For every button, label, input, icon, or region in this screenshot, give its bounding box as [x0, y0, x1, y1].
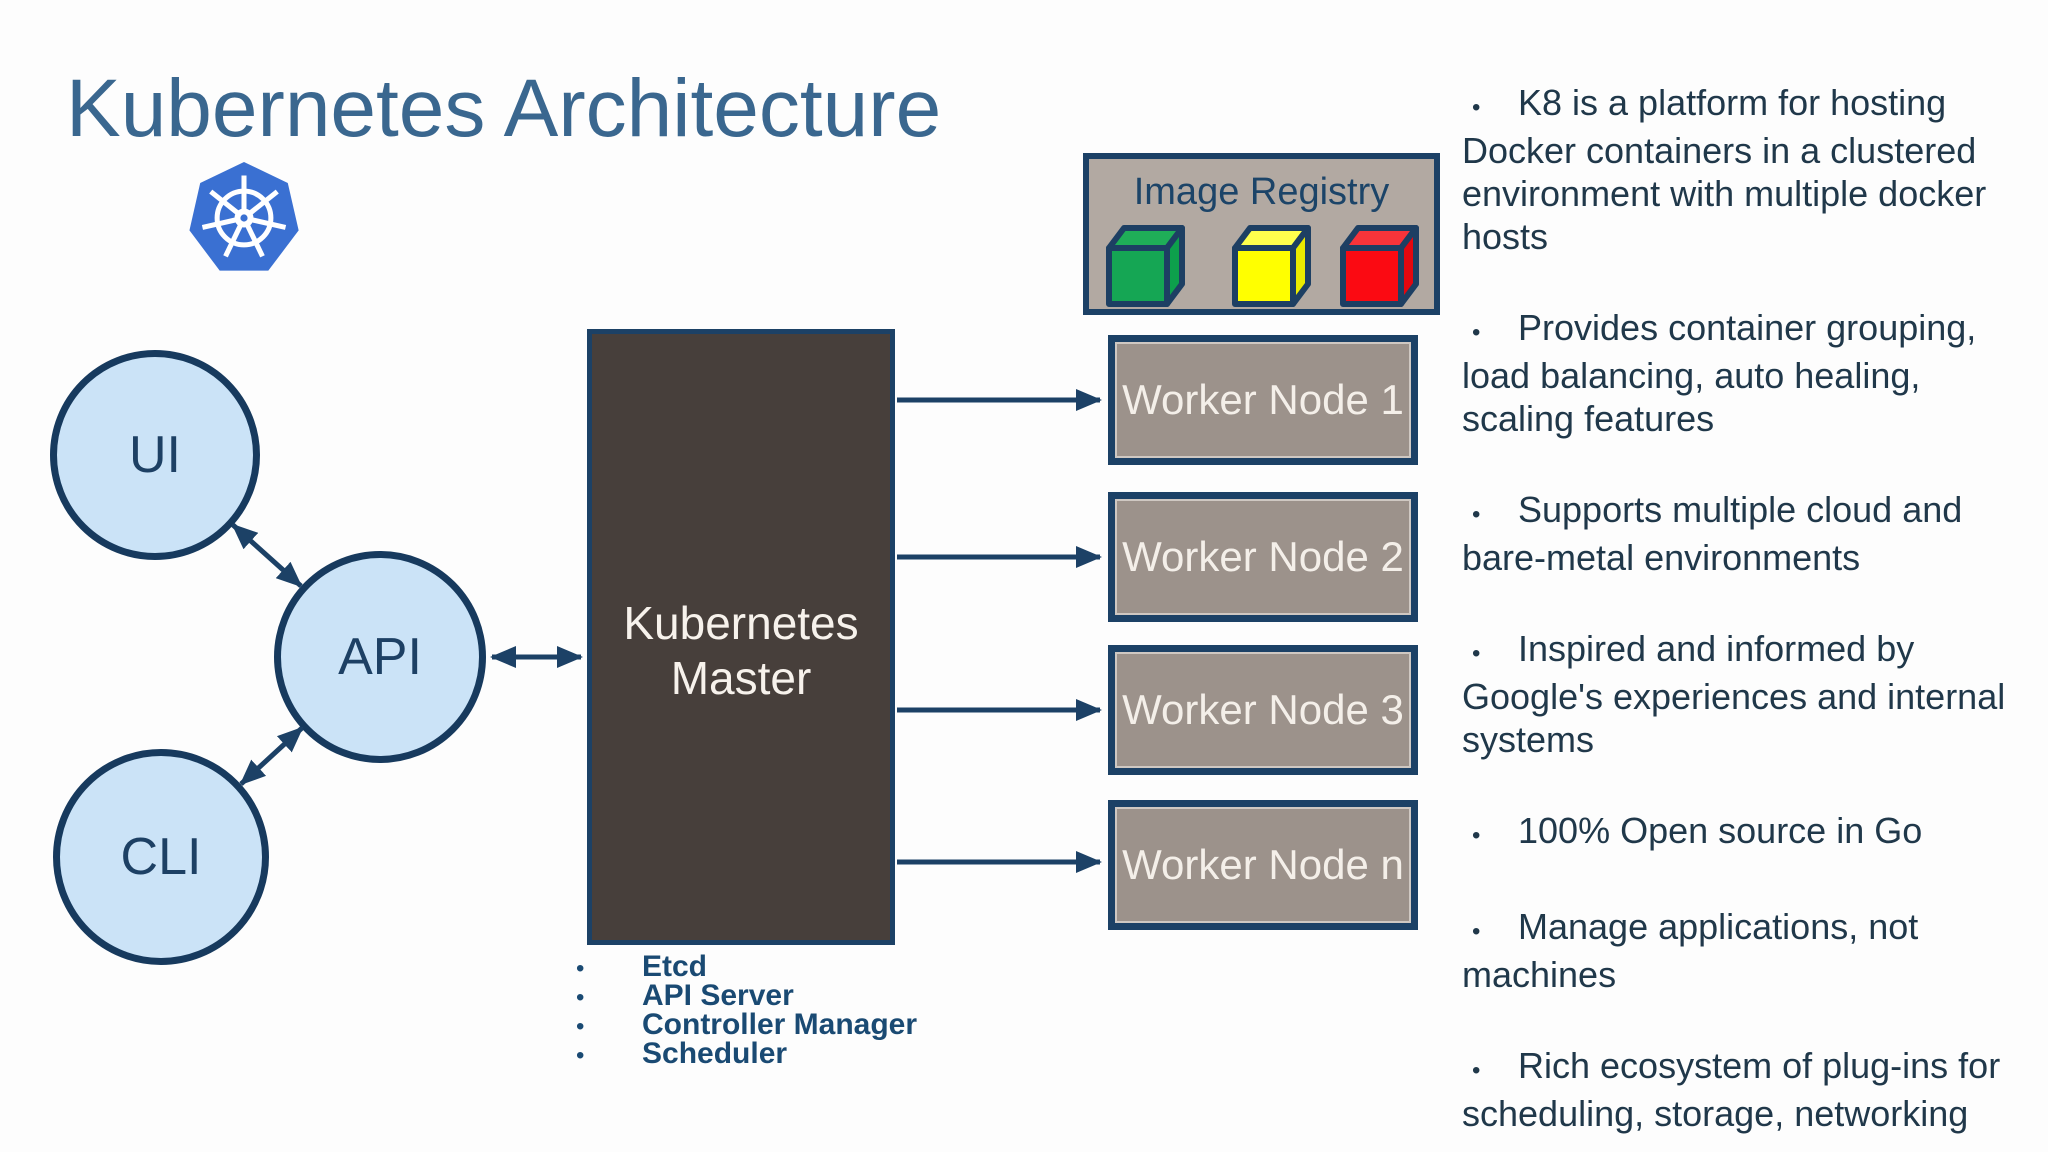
note-text: Provides container grouping, load balanc… — [1462, 307, 1977, 439]
bullet-icon: • — [1472, 501, 1481, 528]
master-component-item: • Scheduler — [576, 1037, 996, 1070]
worker-node-1: Worker Node 1 — [1108, 335, 1418, 465]
worker-node-3: Worker Node 3 — [1108, 645, 1418, 775]
bullet-icon: • — [576, 955, 585, 982]
worker-node-n-label: Worker Node n — [1122, 841, 1404, 888]
note-text: 100% Open source in Go — [1518, 810, 1923, 851]
bullet-icon: • — [576, 1013, 585, 1040]
kubernetes-master-label: Kubernetes Master — [623, 596, 859, 704]
bullet-icon: • — [1472, 822, 1481, 849]
container-cubes — [1106, 225, 1419, 307]
cli-node: CLI — [53, 749, 269, 965]
ui-node: UI — [50, 350, 260, 560]
api-node-label: API — [338, 628, 422, 686]
note-bullet: •Inspired and informed by Google's exper… — [1462, 627, 2042, 761]
worker-node-3-label: Worker Node 3 — [1122, 686, 1404, 733]
bullet-icon: • — [1472, 1057, 1481, 1084]
api-node: API — [274, 551, 486, 763]
green-cube-icon — [1106, 225, 1185, 307]
red-cube-icon — [1340, 225, 1419, 307]
note-text: Manage applications, not machines — [1462, 906, 1919, 995]
yellow-cube-icon — [1232, 225, 1311, 307]
page-title: Kubernetes Architecture — [66, 63, 942, 154]
note-bullet: •Manage applications, not machines — [1462, 905, 2042, 996]
master-component-item: • API Server — [576, 979, 996, 1012]
bullet-icon: • — [1472, 640, 1481, 667]
master-component-label: API Server — [642, 979, 794, 1012]
worker-node-n: Worker Node n — [1108, 800, 1418, 930]
arrow-ui-api — [231, 523, 303, 588]
image-registry-box: Image Registry — [1083, 153, 1440, 315]
master-component-label: Etcd — [642, 950, 708, 983]
bullet-icon: • — [1472, 319, 1481, 346]
ui-node-label: UI — [129, 426, 181, 484]
image-registry-label: Image Registry — [1133, 171, 1390, 213]
worker-node-2-label: Worker Node 2 — [1122, 533, 1404, 580]
kubernetes-master-node: Kubernetes Master — [587, 329, 895, 945]
note-bullet: •Provides container grouping, load balan… — [1462, 306, 2042, 440]
bullet-icon: • — [1472, 918, 1481, 945]
notes-list: •K8 is a platform for hosting Docker con… — [1462, 81, 2042, 1152]
note-bullet: •Rich ecosystem of plug-ins for scheduli… — [1462, 1044, 2042, 1135]
kubernetes-logo-icon — [189, 162, 299, 271]
worker-node-2: Worker Node 2 — [1108, 492, 1418, 622]
master-component-label: Scheduler — [642, 1037, 788, 1070]
worker-node-1-label: Worker Node 1 — [1122, 376, 1404, 423]
master-component-label: Controller Manager — [642, 1008, 918, 1041]
note-text: Rich ecosystem of plug-ins for schedulin… — [1462, 1045, 2001, 1134]
note-text: Supports multiple cloud and bare-metal e… — [1462, 489, 1963, 578]
bullet-icon: • — [576, 1042, 585, 1069]
note-bullet: •K8 is a platform for hosting Docker con… — [1462, 81, 2042, 258]
master-component-item: • Etcd — [576, 950, 996, 983]
cli-node-label: CLI — [120, 828, 202, 886]
bullet-icon: • — [1472, 94, 1481, 121]
master-components-list: • Etcd • API Server • Controller Manager… — [576, 950, 996, 1070]
note-text: Inspired and informed by Google's experi… — [1462, 628, 2006, 760]
note-bullet: • 100% Open source in Go — [1462, 809, 2042, 857]
master-component-item: • Controller Manager — [576, 1008, 996, 1041]
arrow-cli-api — [239, 726, 304, 786]
note-bullet: •Supports multiple cloud and bare-metal … — [1462, 488, 2042, 579]
note-text: K8 is a platform for hosting Docker cont… — [1462, 82, 1987, 257]
bullet-icon: • — [576, 984, 585, 1011]
